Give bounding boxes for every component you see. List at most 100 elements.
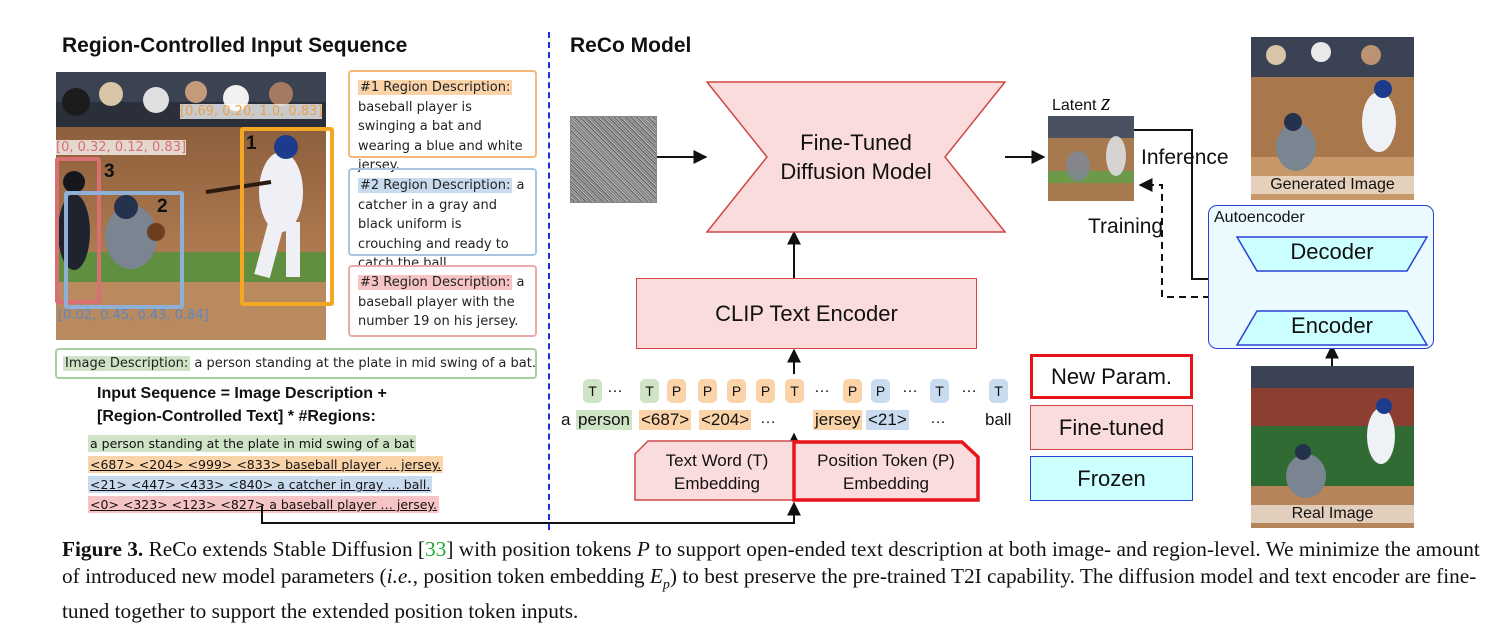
baseball-photo-illustration (56, 72, 326, 340)
token-chip: P (756, 379, 775, 403)
panel-separator (548, 32, 550, 530)
token-word: <687> (639, 410, 692, 430)
text-embedding-line1: Text Word (T) (665, 451, 769, 470)
noise-input (570, 116, 657, 203)
text-embedding-label: Text Word (T) Embedding (634, 449, 800, 495)
region-description-2-label: #2 Region Description: (358, 178, 513, 193)
token-ellipsis: … (607, 379, 624, 396)
diffusion-model-shape (706, 81, 1006, 233)
left-panel-title: Region-Controlled Input Sequence (62, 34, 408, 57)
token-chip: T (640, 379, 659, 403)
latent-image-illustration (1048, 116, 1134, 201)
encoder-label: Encoder (1291, 313, 1373, 338)
bbox-coords-2: [0.02, 0.45, 0.43, 0.84] (58, 308, 209, 323)
token-word: <21> (866, 410, 909, 430)
real-image-label: Real Image (1251, 505, 1414, 523)
region-description-2-text: a catcher in a gray and black uniform is… (358, 178, 525, 271)
inference-label: Inference (1141, 146, 1229, 169)
sequence-line-region-3: <0> <323> <123> <827> a baseball player … (88, 496, 439, 513)
region-description-3: #3 Region Description: a baseball player… (348, 265, 537, 337)
caption-symbol-ep: E (649, 564, 663, 588)
bbox-coords-1: [0.69, 0.20, 1.0, 0.83] (180, 104, 323, 119)
region-description-1: #1 Region Description: baseball player i… (348, 70, 537, 173)
region-description-1-text: baseball player is swinging a bat and we… (358, 99, 523, 174)
decoder-shape (1236, 236, 1428, 272)
caption-symbol-p: P (636, 537, 650, 561)
image-description-text: a person standing at the plate in mid sw… (190, 356, 536, 371)
token-chip: T (583, 379, 602, 403)
encoder-shape (1236, 310, 1428, 346)
diffusion-model-label: Fine-Tuned Diffusion Model (706, 128, 1006, 186)
position-embedding-line2: Embedding (842, 474, 929, 493)
latent-image (1048, 116, 1134, 201)
legend-frozen: Frozen (1030, 456, 1193, 501)
region-description-2: #2 Region Description: a catcher in a gr… (348, 168, 537, 271)
diffusion-model-line1: Fine-Tuned (800, 130, 912, 155)
token-word: a (561, 410, 571, 429)
baseball-photo (56, 72, 326, 340)
token-word: jersey (813, 410, 863, 430)
sequence-title-line1: Input Sequence = Image Description + (97, 385, 387, 402)
token-ellipsis: … (902, 379, 919, 396)
training-label: Training (1088, 215, 1164, 238)
region-description-3-label: #3 Region Description: (358, 275, 513, 290)
image-description: Image Description: a person standing at … (55, 348, 537, 379)
diffusion-model-line2: Diffusion Model (780, 159, 932, 184)
token-chip: P (667, 379, 686, 403)
token-chip: P (727, 379, 746, 403)
caption-text-3: to support open-ended text description a… (62, 537, 1480, 588)
caption-text-1: ReCo extends Stable Diffusion [ (143, 537, 426, 561)
sequence-line-region-2: <21> <447> <433> <840> a catcher in gray… (88, 476, 433, 493)
autoencoder-label: Autoencoder (1214, 209, 1305, 226)
image-description-label: Image Description: (63, 356, 191, 371)
legend-fine-tuned: Fine-tuned (1030, 405, 1193, 450)
arrow-sequence-to-embedding (261, 501, 801, 524)
bbox-number-3: 3 (104, 161, 115, 182)
bbox-region-1 (240, 127, 334, 306)
caption-text-4: , position token embedding (412, 564, 650, 588)
bbox-region-3 (55, 157, 101, 304)
token-ellipsis: … (961, 379, 978, 396)
bbox-number-2: 2 (157, 196, 168, 217)
token-chip: P (698, 379, 717, 403)
token-word: ball (985, 410, 1012, 429)
caption-text-2: ] with position tokens (446, 537, 637, 561)
text-embedding-line2: Embedding (673, 474, 760, 493)
generated-image-label: Generated Image (1251, 176, 1414, 194)
latent-symbol: z (1100, 90, 1111, 116)
real-image-illustration (1251, 366, 1414, 528)
bbox-coords-3: [0, 0.32, 0.12, 0.83] (56, 140, 187, 155)
sequence-line-image: a person standing at the plate in mid sw… (88, 435, 417, 452)
latent-text: Latent (1052, 97, 1097, 114)
bbox-region-2 (64, 191, 184, 309)
token-chip: T (785, 379, 804, 403)
caption-text-5: ) to best preserve the pre-trained T2I c… (62, 564, 1477, 624)
position-embedding-shape (792, 440, 980, 502)
token-word: person (576, 410, 632, 430)
token-chip: P (843, 379, 862, 403)
bbox-number-1: 1 (246, 133, 257, 154)
model-panel-title: ReCo Model (570, 34, 692, 57)
real-image (1251, 366, 1414, 528)
token-chip: T (989, 379, 1008, 403)
sequence-line-region-1: <687> <204> <999> <833> baseball player … (88, 456, 444, 473)
token-word: <204> (699, 410, 752, 430)
caption-figure-number: Figure 3. (62, 537, 144, 561)
word-ellipsis: … (760, 410, 777, 427)
sequence-title-line2: [Region-Controlled Text] * #Regions: (97, 408, 376, 425)
caption-citation-link[interactable]: 33 (425, 537, 447, 561)
caption-symbol-ep-subscript: p (662, 577, 670, 593)
decoder-label: Decoder (1290, 239, 1374, 264)
region-description-3-text: a baseball player with the number 19 on … (358, 275, 525, 329)
word-ellipsis: … (930, 410, 947, 427)
token-chip: T (930, 379, 949, 403)
latent-label: Latent z (1052, 90, 1110, 117)
figure-caption: Figure 3. ReCo extends Stable Diffusion … (62, 536, 1482, 625)
token-chip: P (871, 379, 890, 403)
position-embedding-line1: Position Token (P) (817, 451, 955, 470)
clip-text-encoder: CLIP Text Encoder (636, 278, 977, 349)
caption-ie: i.e. (386, 564, 413, 588)
token-ellipsis: … (814, 379, 831, 396)
legend-new-param: New Param. (1030, 354, 1193, 399)
